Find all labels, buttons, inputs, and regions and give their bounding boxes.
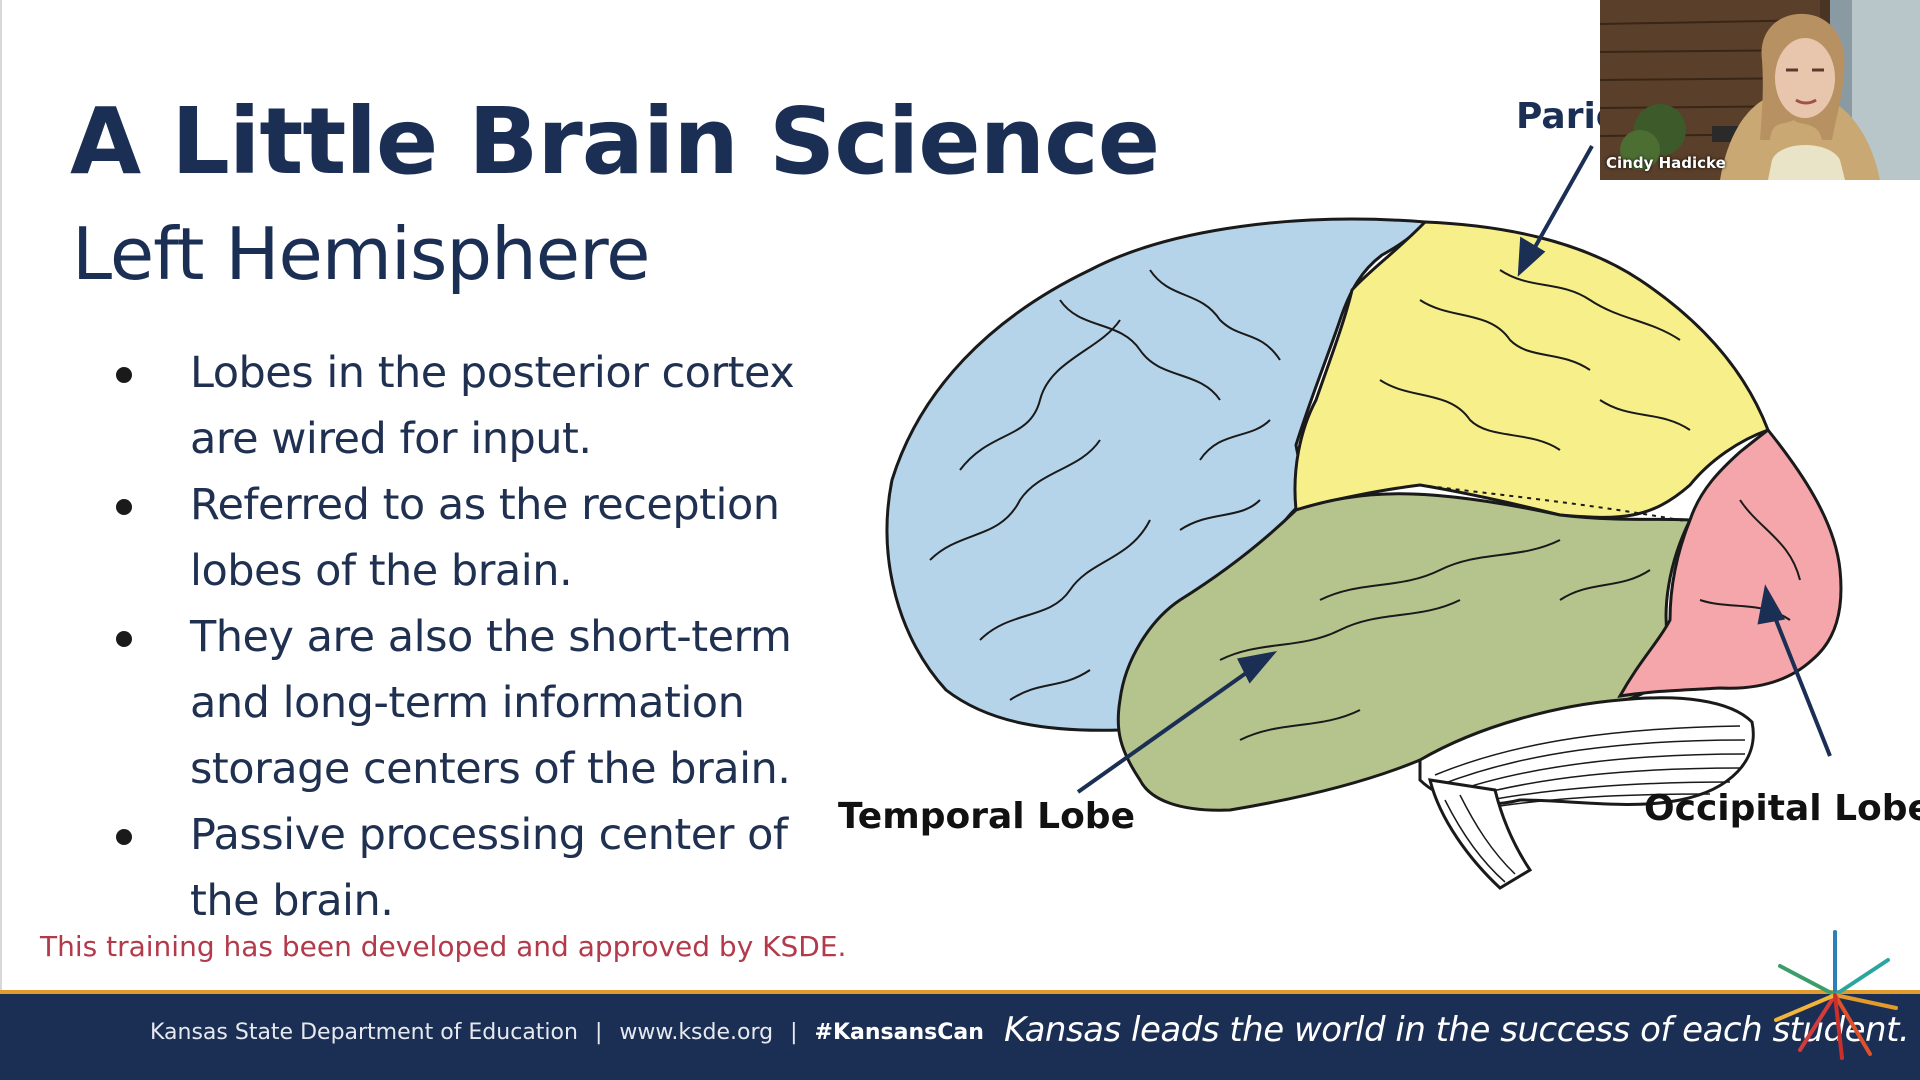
bullet-item: Passive processing center of the brain. — [110, 802, 830, 934]
bullet-list: Lobes in the posterior cortex are wired … — [110, 340, 830, 934]
brainstem-shape — [1427, 778, 1533, 890]
footer-separator: | — [594, 1020, 603, 1045]
footer-separator: | — [790, 1020, 798, 1045]
bullet-item: Referred to as the reception lobes of th… — [110, 472, 830, 604]
bullet-dot-icon — [116, 367, 132, 383]
bullet-dot-icon — [116, 499, 132, 515]
slide-subtitle: Left Hemisphere — [72, 212, 650, 296]
footer-org-name: Kansas State Department of Education — [150, 1020, 578, 1045]
bullet-text: They are also the short-term and long-te… — [190, 612, 792, 794]
slide-footer: Kansas State Department of Education | w… — [0, 990, 1920, 1080]
pointer-arrows — [1076, 145, 1832, 794]
bullet-text: Passive processing center of the brain. — [190, 810, 788, 926]
occipital-lobe-label: Occipital Lobe — [1644, 788, 1920, 829]
bullet-item: Lobes in the posterior cortex are wired … — [110, 340, 830, 472]
footer-tagline: Kansas leads the world in the success of… — [1004, 1010, 1910, 1050]
occipital-lobe-shape — [1617, 427, 1843, 698]
temporal-lobe-label: Temporal Lobe — [838, 796, 1135, 837]
participant-video-tile[interactable]: Cindy Hadicke — [1600, 0, 1920, 180]
brain-gyri-lines — [929, 269, 1801, 741]
slide-left-border — [0, 0, 2, 990]
lobe-boundary-dotted — [1419, 484, 1691, 523]
ksde-star-logo — [1774, 930, 1898, 1060]
bullet-text: Referred to as the reception lobes of th… — [190, 480, 780, 596]
bullet-item: They are also the short-term and long-te… — [110, 604, 830, 802]
webcam-feed-image — [1600, 0, 1920, 180]
footer-org-info: Kansas State Department of Education | w… — [150, 1020, 984, 1045]
bullet-dot-icon — [116, 631, 132, 647]
bullet-text: Lobes in the posterior cortex are wired … — [190, 348, 795, 464]
footer-website: www.ksde.org — [619, 1020, 774, 1045]
brainstem-lines — [1444, 794, 1516, 883]
participant-name-label: Cindy Hadicke — [1606, 154, 1726, 172]
ksde-approval-note: This training has been developed and app… — [40, 930, 847, 963]
bullet-dot-icon — [116, 829, 132, 845]
footer-hashtag: #KansansCan — [814, 1020, 984, 1045]
slide-title: A Little Brain Science — [70, 88, 1160, 195]
brain-diagram — [885, 145, 1843, 890]
